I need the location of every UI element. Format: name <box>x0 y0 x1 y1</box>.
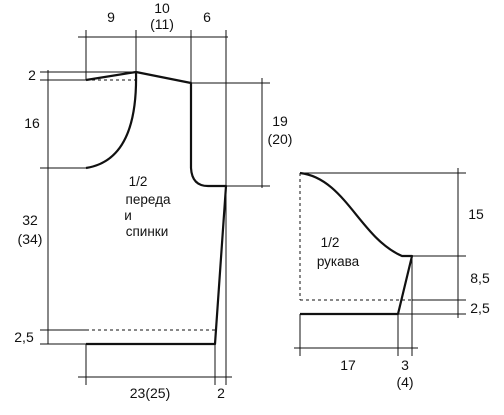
body-bottom-width: 23(25) <box>130 385 170 401</box>
sleeve-side-slope-alt: (4) <box>396 374 413 390</box>
body-armhole-height: 19 <box>272 113 288 129</box>
sleeve-outline <box>299 171 414 316</box>
body-shoulder-width: 6 <box>203 9 211 25</box>
body-hem-height: 2,5 <box>14 329 34 345</box>
sleeve-bottom-width: 17 <box>340 357 356 373</box>
sleeve-title-line2: рукава <box>317 254 360 269</box>
body-side-slope: 2 <box>217 385 225 401</box>
body-armhole-depth: 16 <box>24 115 40 131</box>
sleeve-cuff-height: 2,5 <box>470 300 490 316</box>
sleeve-side-slope: 3 <box>401 357 409 373</box>
sleeve-title-fraction: 1/2 <box>321 235 340 250</box>
body-neck-curve <box>85 71 138 170</box>
body-piece: 9 10 (11) 6 2 16 32 (34) 2,5 19 (20) 23(… <box>14 0 292 401</box>
body-side-length-alt: (34) <box>18 231 43 247</box>
sleeve-cap-height: 15 <box>468 206 484 222</box>
sleeve-piece: 15 8,5 2,5 17 3 (4) 1/2 рукава <box>294 168 490 390</box>
body-top-left-width: 9 <box>107 9 115 25</box>
sleeve-lower-height: 8,5 <box>470 270 490 286</box>
body-armhole-height-alt: (20) <box>268 131 293 147</box>
body-title-line2: переда <box>126 192 171 207</box>
body-side-length: 32 <box>22 212 38 228</box>
body-title-fraction: 1/2 <box>129 174 148 189</box>
body-shoulder-drop: 2 <box>28 67 36 83</box>
body-title-line4: спинки <box>126 224 169 239</box>
body-title-line3: и <box>124 208 132 223</box>
body-neck-width: 10 <box>154 0 170 16</box>
body-neck-width-alt: (11) <box>150 16 174 32</box>
body-piece-outline <box>85 70 228 346</box>
